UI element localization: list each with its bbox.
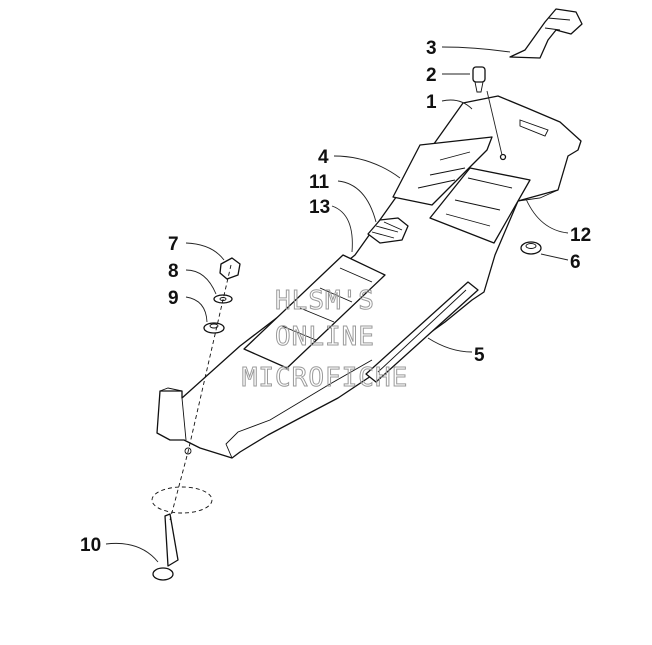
callout-9: 9 xyxy=(168,288,179,309)
leader-1 xyxy=(441,99,473,110)
callout-4: 4 xyxy=(318,147,329,168)
watermark-line-3: MICROFICHE xyxy=(242,363,409,393)
part-10-bolt xyxy=(152,513,179,581)
callout-8: 8 xyxy=(168,261,179,282)
assembly-axis xyxy=(151,264,232,521)
watermark-line-2: ONLINE xyxy=(275,322,375,352)
leader-10 xyxy=(105,542,159,563)
leader-8 xyxy=(185,269,217,295)
leader-13 xyxy=(331,205,353,253)
callout-10: 10 xyxy=(80,535,101,556)
part-9-spacer xyxy=(203,322,225,334)
leader-3 xyxy=(441,46,511,53)
callout-1: 1 xyxy=(426,92,437,113)
leader-9 xyxy=(185,296,208,323)
callout-11: 11 xyxy=(309,172,330,193)
part-11-decal xyxy=(367,217,409,244)
leader-12 xyxy=(525,198,569,234)
leader-11 xyxy=(337,180,377,223)
watermark-line-1: HLSM'S xyxy=(275,286,375,316)
part-5-decal xyxy=(365,281,479,383)
leader-drill xyxy=(486,90,503,156)
callout-13: 13 xyxy=(309,197,330,218)
callout-5: 5 xyxy=(474,345,485,366)
part-8-washer xyxy=(213,294,233,304)
part-3-bracket xyxy=(509,8,583,59)
callout-2: 2 xyxy=(426,65,437,86)
callout-7: 7 xyxy=(168,234,179,255)
part-13-decal xyxy=(243,254,386,369)
leader-7 xyxy=(185,242,225,261)
watermark: HLSM'S ONLINE MICROFICHE xyxy=(241,286,409,394)
callout-labels: 3 2 1 4 11 13 12 6 5 7 8 9 10 xyxy=(80,38,591,556)
part-12-decal xyxy=(429,167,531,244)
leader-4 xyxy=(333,155,401,179)
part-4-decal xyxy=(392,136,493,206)
leader-6 xyxy=(540,253,569,261)
callout-12: 12 xyxy=(570,225,591,246)
callout-3: 3 xyxy=(426,38,437,59)
leader-5 xyxy=(427,337,473,353)
leader-lines xyxy=(105,46,569,563)
part-2-pin xyxy=(472,66,507,161)
part-6-grommet xyxy=(520,241,542,255)
callout-6: 6 xyxy=(570,252,581,273)
